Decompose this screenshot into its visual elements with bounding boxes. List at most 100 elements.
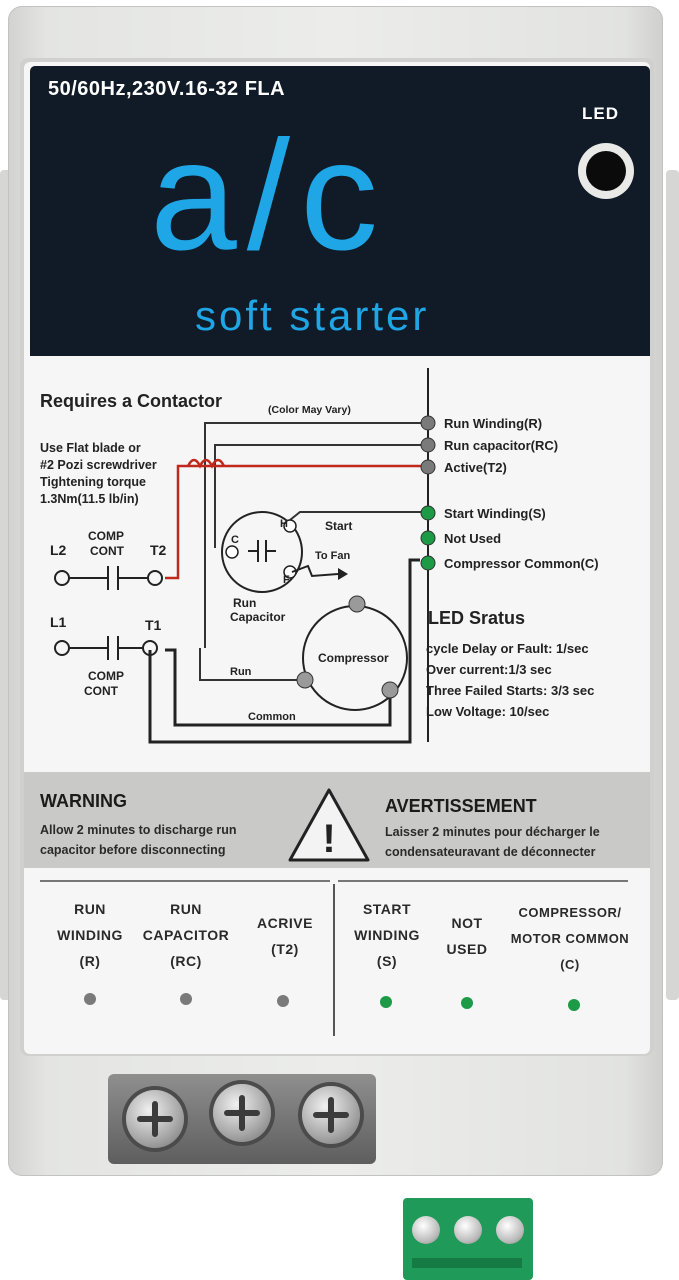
terminal-legend-rc: RUN CAPACITOR (RC) — [134, 896, 238, 974]
terminal-legend-line: WINDING — [354, 927, 420, 943]
terminal-dot-nu — [420, 530, 436, 546]
led-status-item: Over current:1/3 sec — [426, 662, 552, 677]
cap-h-terminal — [283, 519, 297, 533]
terminal-dot-green — [461, 997, 473, 1009]
run-label: Run — [230, 666, 252, 678]
terminal-legend-line: CAPACITOR — [142, 927, 230, 943]
terminal-label: Not Used — [444, 531, 501, 546]
comp-cont-label: CONT — [84, 684, 119, 698]
terminal-legend-line: COMPRESSOR/ — [518, 905, 622, 920]
terminal-dot-grey — [84, 993, 96, 1005]
warning-text: Allow 2 minutes to discharge run capacit… — [40, 820, 237, 860]
product-tagline: soft starter — [195, 292, 430, 339]
brand-panel — [30, 66, 650, 356]
t1-terminal — [142, 640, 158, 656]
terminal-legend-line: (T2) — [271, 941, 299, 957]
screw-cross — [137, 1101, 173, 1137]
warning-exclamation: ! — [322, 817, 335, 861]
cap-h-label: H — [280, 518, 288, 530]
warning-triangle-shape — [288, 788, 370, 862]
terminal-dot-r — [420, 415, 436, 431]
requirements-title-text: Requires a Contactor — [40, 391, 223, 411]
terminal-dot-green — [568, 999, 580, 1011]
requirements-line: 1.3Nm(11.5 lb/in) — [40, 492, 139, 506]
terminal-legend-t2: ACRIVE (T2) — [246, 910, 324, 962]
common-label: Common — [248, 711, 296, 723]
cap-f-terminal — [283, 565, 297, 579]
warning-triangle-icon: ! — [288, 788, 370, 862]
connector-base — [412, 1258, 522, 1268]
run-wire — [204, 422, 426, 648]
mini-screw-icon — [412, 1216, 440, 1244]
compressor-label: Compressor — [318, 651, 389, 665]
cap-f-label: F — [283, 574, 290, 586]
terminal-legend-line: (R) — [79, 953, 101, 969]
run-cap-wire — [214, 444, 426, 548]
start-label: Start — [325, 519, 352, 533]
terminal-dot-t2 — [420, 459, 436, 475]
l2-terminal — [54, 570, 70, 586]
terminal-dot-grey — [180, 993, 192, 1005]
terminal-dot-green — [380, 996, 392, 1008]
terminal-legend-line: START — [362, 901, 412, 917]
requirements-details: Use Flat blade or #2 Pozi screwdriver Ti… — [40, 440, 190, 508]
terminal-legend-line: NOT — [451, 915, 483, 931]
common-wire-2 — [165, 648, 392, 727]
terminal-label: Run capacitor(RC) — [444, 438, 558, 453]
screw-slot-icon — [313, 1097, 349, 1133]
fan-wire — [291, 564, 339, 578]
led-status-item: cycle Delay or Fault: 1/sec — [426, 641, 589, 656]
rating-spec: 50/60Hz,230V.16-32 FLA — [48, 78, 286, 100]
led-status-title: LED Sratus — [428, 608, 526, 628]
terminal-legend-nu: NOT USED — [434, 910, 500, 962]
requirements-title: Requires a Contactor — [40, 390, 222, 412]
led-status-item: Three Failed Starts: 3/3 sec — [426, 683, 595, 698]
screw-cross — [313, 1097, 349, 1133]
screw-icon — [126, 1090, 184, 1148]
requirements-line: Tightening torque — [40, 475, 147, 489]
terminal-dot-grey — [277, 995, 289, 1007]
terminal-dot-s — [420, 505, 436, 521]
screw-slot-icon — [137, 1101, 173, 1137]
terminal-label: Start Winding(S) — [444, 506, 546, 521]
active-wire — [165, 464, 426, 580]
warning-line: Allow 2 minutes to discharge run — [40, 823, 237, 837]
l2-label: L2 — [50, 542, 67, 558]
cap-c-label: C — [231, 534, 239, 546]
comp-cont-label: COMP — [88, 669, 124, 683]
brand-logo: a/c — [150, 109, 389, 283]
right-din-rail-edge — [666, 170, 679, 1000]
screw-slot-icon — [224, 1095, 260, 1131]
warning-line: capacitor before disconnecting — [40, 843, 226, 857]
terminal-label: Active(T2) — [444, 460, 507, 475]
compressor-terminal — [381, 681, 399, 699]
terminal-legend-line: USED — [446, 941, 488, 957]
terminal-legend-line: RUN — [170, 901, 202, 917]
terminal-legend-r: RUN WINDING (R) — [48, 896, 132, 974]
compressor-terminal — [296, 671, 314, 689]
common-wire — [148, 558, 420, 744]
fan-arrow-icon — [338, 568, 348, 580]
requirements-line: #2 Pozi screwdriver — [40, 458, 157, 472]
terminal-legend-line: MOTOR COMMON — [510, 931, 630, 946]
cap-c-terminal — [225, 545, 239, 559]
terminal-legend-line: (C) — [560, 957, 580, 972]
screw-cross — [224, 1095, 260, 1131]
mini-screw-icon — [496, 1216, 524, 1244]
terminal-label: Run Winding(R) — [444, 416, 542, 431]
wiring-diagram: (Color May Vary) Run Winding(R) Run capa… — [50, 368, 599, 744]
t2-terminal — [147, 570, 163, 586]
l1-terminal — [54, 640, 70, 656]
screw-icon — [302, 1086, 360, 1144]
legend-divider — [338, 880, 628, 882]
led-status-item: Low Voltage: 10/sec — [426, 704, 550, 719]
terminal-legend-line: ACRIVE — [257, 915, 313, 931]
terminal-dot-rc — [420, 437, 436, 453]
terminal-legend-line: WINDING — [57, 927, 123, 943]
mini-screw-icon — [454, 1216, 482, 1244]
t1-label: T1 — [145, 617, 162, 633]
requirements-line: Use Flat blade or — [40, 441, 141, 455]
terminal-dot-c — [420, 555, 436, 571]
legend-divider — [40, 880, 330, 882]
run-capacitor-label: Capacitor — [230, 610, 286, 624]
